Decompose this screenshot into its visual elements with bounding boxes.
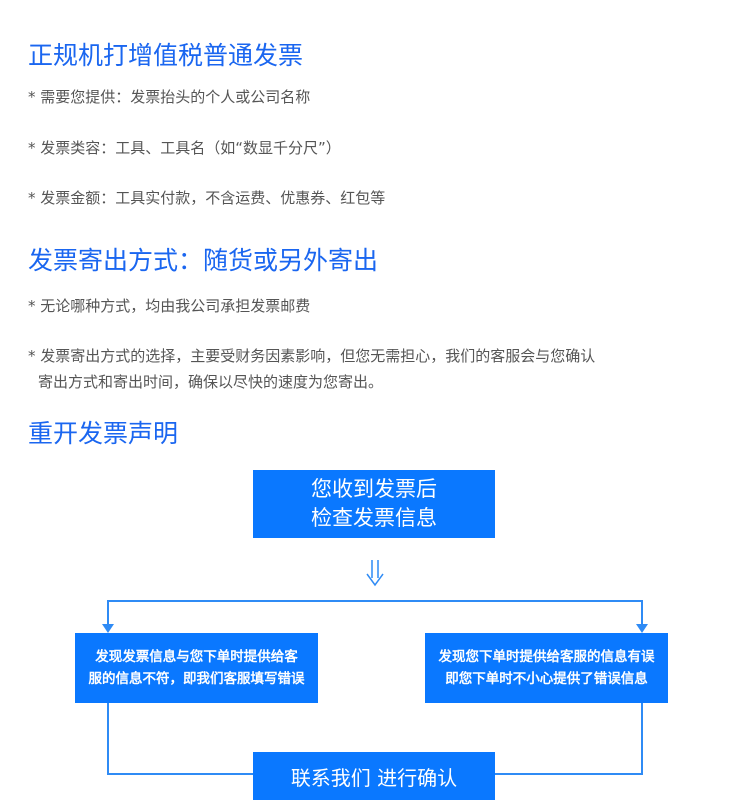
flow-text: 即您下单时不小心提供了错误信息: [445, 671, 648, 687]
connector-line: [492, 773, 643, 775]
connector-line: [641, 600, 643, 628]
arrow-down-icon: [102, 624, 114, 633]
connector-line: [107, 703, 109, 775]
bullet-text: * 需要您提供：发票抬头的个人或公司名称: [28, 88, 311, 106]
flow-right-box: 发现您下单时提供给客服的信息有误 即您下单时不小心提供了错误信息: [425, 633, 668, 703]
connector-line: [107, 600, 643, 602]
section-title-shipping: 发票寄出方式：随货或另外寄出: [28, 246, 379, 275]
connector-line: [107, 600, 109, 628]
bullet-text: * 发票寄出方式的选择，主要受财务因素影响，但您无需担心，我们的客服会与您确认: [28, 347, 596, 365]
flow-text: 服的信息不符，即我们客服填写错误: [88, 671, 305, 687]
connector-line: [641, 703, 643, 775]
section-title-reissue: 重开发票声明: [28, 419, 179, 448]
section-title-invoice-type: 正规机打增值税普通发票: [28, 41, 304, 70]
flow-text: 发现您下单时提供给客服的信息有误: [438, 649, 655, 665]
flow-end-box: 联系我们 进行确认: [253, 752, 495, 800]
bullet-text: * 发票类容：工具、工具名（如“数显千分尺”）: [28, 139, 341, 157]
flow-text: 检查发票信息: [311, 506, 437, 530]
flow-text: 您收到发票后: [311, 477, 437, 501]
double-arrow-down-icon: [366, 560, 384, 587]
flow-text: 发现发票信息与您下单时提供给客: [95, 649, 298, 665]
flow-start-box: 您收到发票后 检查发票信息: [253, 470, 495, 538]
bullet-text: * 发票金额：工具实付款，不含运费、优惠券、红包等: [28, 189, 386, 207]
flow-left-box: 发现发票信息与您下单时提供给客 服的信息不符，即我们客服填写错误: [75, 633, 318, 703]
arrow-down-icon: [636, 624, 648, 633]
bullet-text: * 无论哪种方式，均由我公司承担发票邮费: [28, 297, 311, 315]
connector-line: [107, 773, 257, 775]
bullet-text: 寄出方式和寄出时间，确保以尽快的速度为您寄出。: [38, 373, 384, 391]
